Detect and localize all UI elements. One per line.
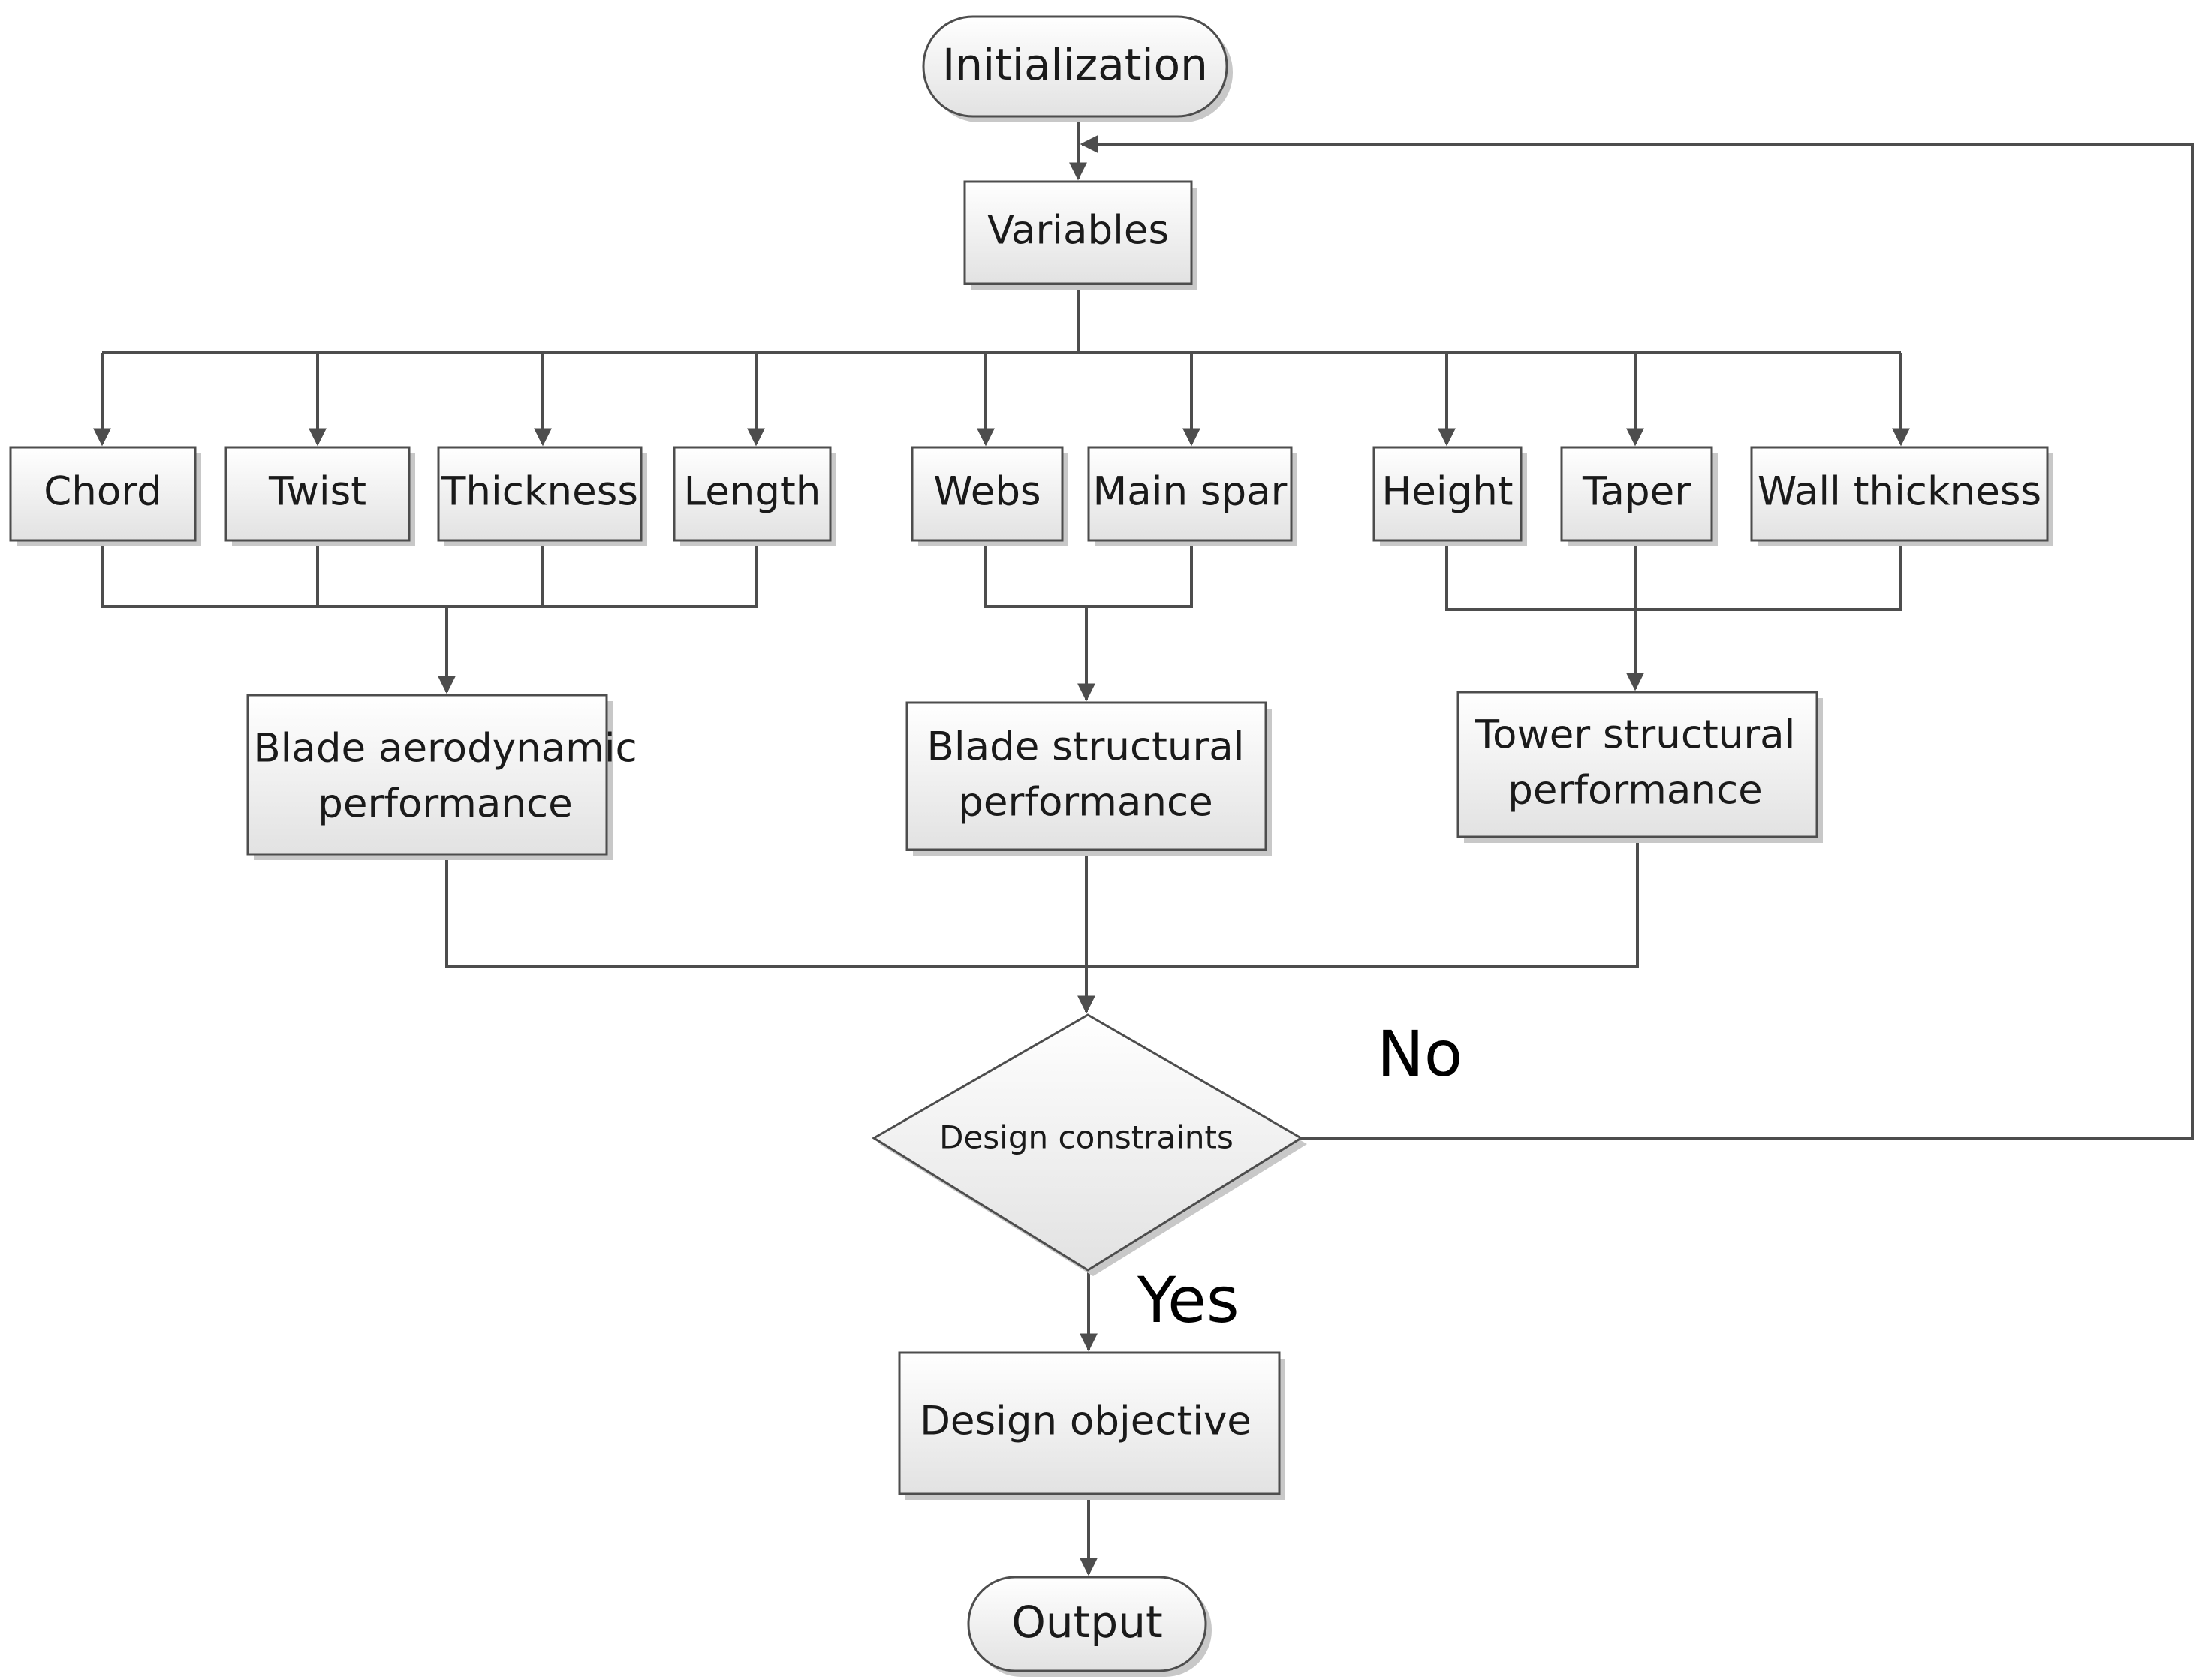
variables-box: Variables xyxy=(963,180,1197,290)
webs-label: Webs xyxy=(933,469,1041,515)
output-label: Output xyxy=(1011,1597,1162,1648)
tower-struct-label-line2: performance xyxy=(1508,768,1762,814)
output-terminal: Output xyxy=(967,1576,1212,1677)
blade-aero-label-line2: performance xyxy=(318,781,572,827)
blade-struct-label-line2: performance xyxy=(958,780,1212,826)
chord-label: Chord xyxy=(44,469,162,515)
feedback-no-loop xyxy=(1080,135,2194,1140)
blade-aerodynamic-performance-box: Blade aerodynamic performance xyxy=(246,694,637,860)
thickness-box: Thickness xyxy=(437,446,647,546)
design-constraints-decision: Design constraints xyxy=(872,1013,1307,1276)
initialization-terminal: Initialization xyxy=(922,15,1233,122)
yes-label: Yes xyxy=(1137,1263,1240,1337)
chord-box: Chord xyxy=(9,446,201,546)
collector-tower xyxy=(1445,539,1902,611)
height-box: Height xyxy=(1372,446,1527,546)
twist-label: Twist xyxy=(268,469,366,515)
webs-box: Webs xyxy=(911,446,1068,546)
tower-struct-label-line1: Tower structural xyxy=(1475,712,1796,758)
taper-box: Taper xyxy=(1560,446,1718,546)
main-spar-label: Main spar xyxy=(1093,469,1288,515)
blade-struct-label-line1: Blade structural xyxy=(927,724,1245,770)
length-box: Length xyxy=(673,446,836,546)
twist-box: Twist xyxy=(224,446,415,546)
blade-aero-label-line1: Blade aerodynamic xyxy=(253,726,637,772)
taper-label: Taper xyxy=(1582,469,1691,515)
thickness-label: Thickness xyxy=(441,469,638,515)
wall-thickness-box: Wall thickness xyxy=(1750,446,2053,546)
design-objective-box: Design objective xyxy=(898,1351,1285,1500)
initialization-label: Initialization xyxy=(942,39,1208,90)
design-constraints-label: Design constraints xyxy=(939,1119,1234,1156)
blade-structural-performance-box: Blade structural performance xyxy=(905,701,1272,856)
length-label: Length xyxy=(684,469,821,515)
main-spar-box: Main spar xyxy=(1087,446,1297,546)
variables-label: Variables xyxy=(987,208,1169,254)
wall-thickness-label: Wall thickness xyxy=(1758,469,2041,515)
merge-performance xyxy=(445,837,1639,968)
collector-struct xyxy=(984,539,1193,608)
height-label: Height xyxy=(1381,469,1513,515)
connectors xyxy=(93,122,2194,1576)
tower-structural-performance-box: Tower structural performance xyxy=(1456,691,1823,843)
no-label: No xyxy=(1377,1017,1462,1091)
design-objective-label: Design objective xyxy=(920,1398,1252,1444)
collector-aero xyxy=(101,539,758,608)
